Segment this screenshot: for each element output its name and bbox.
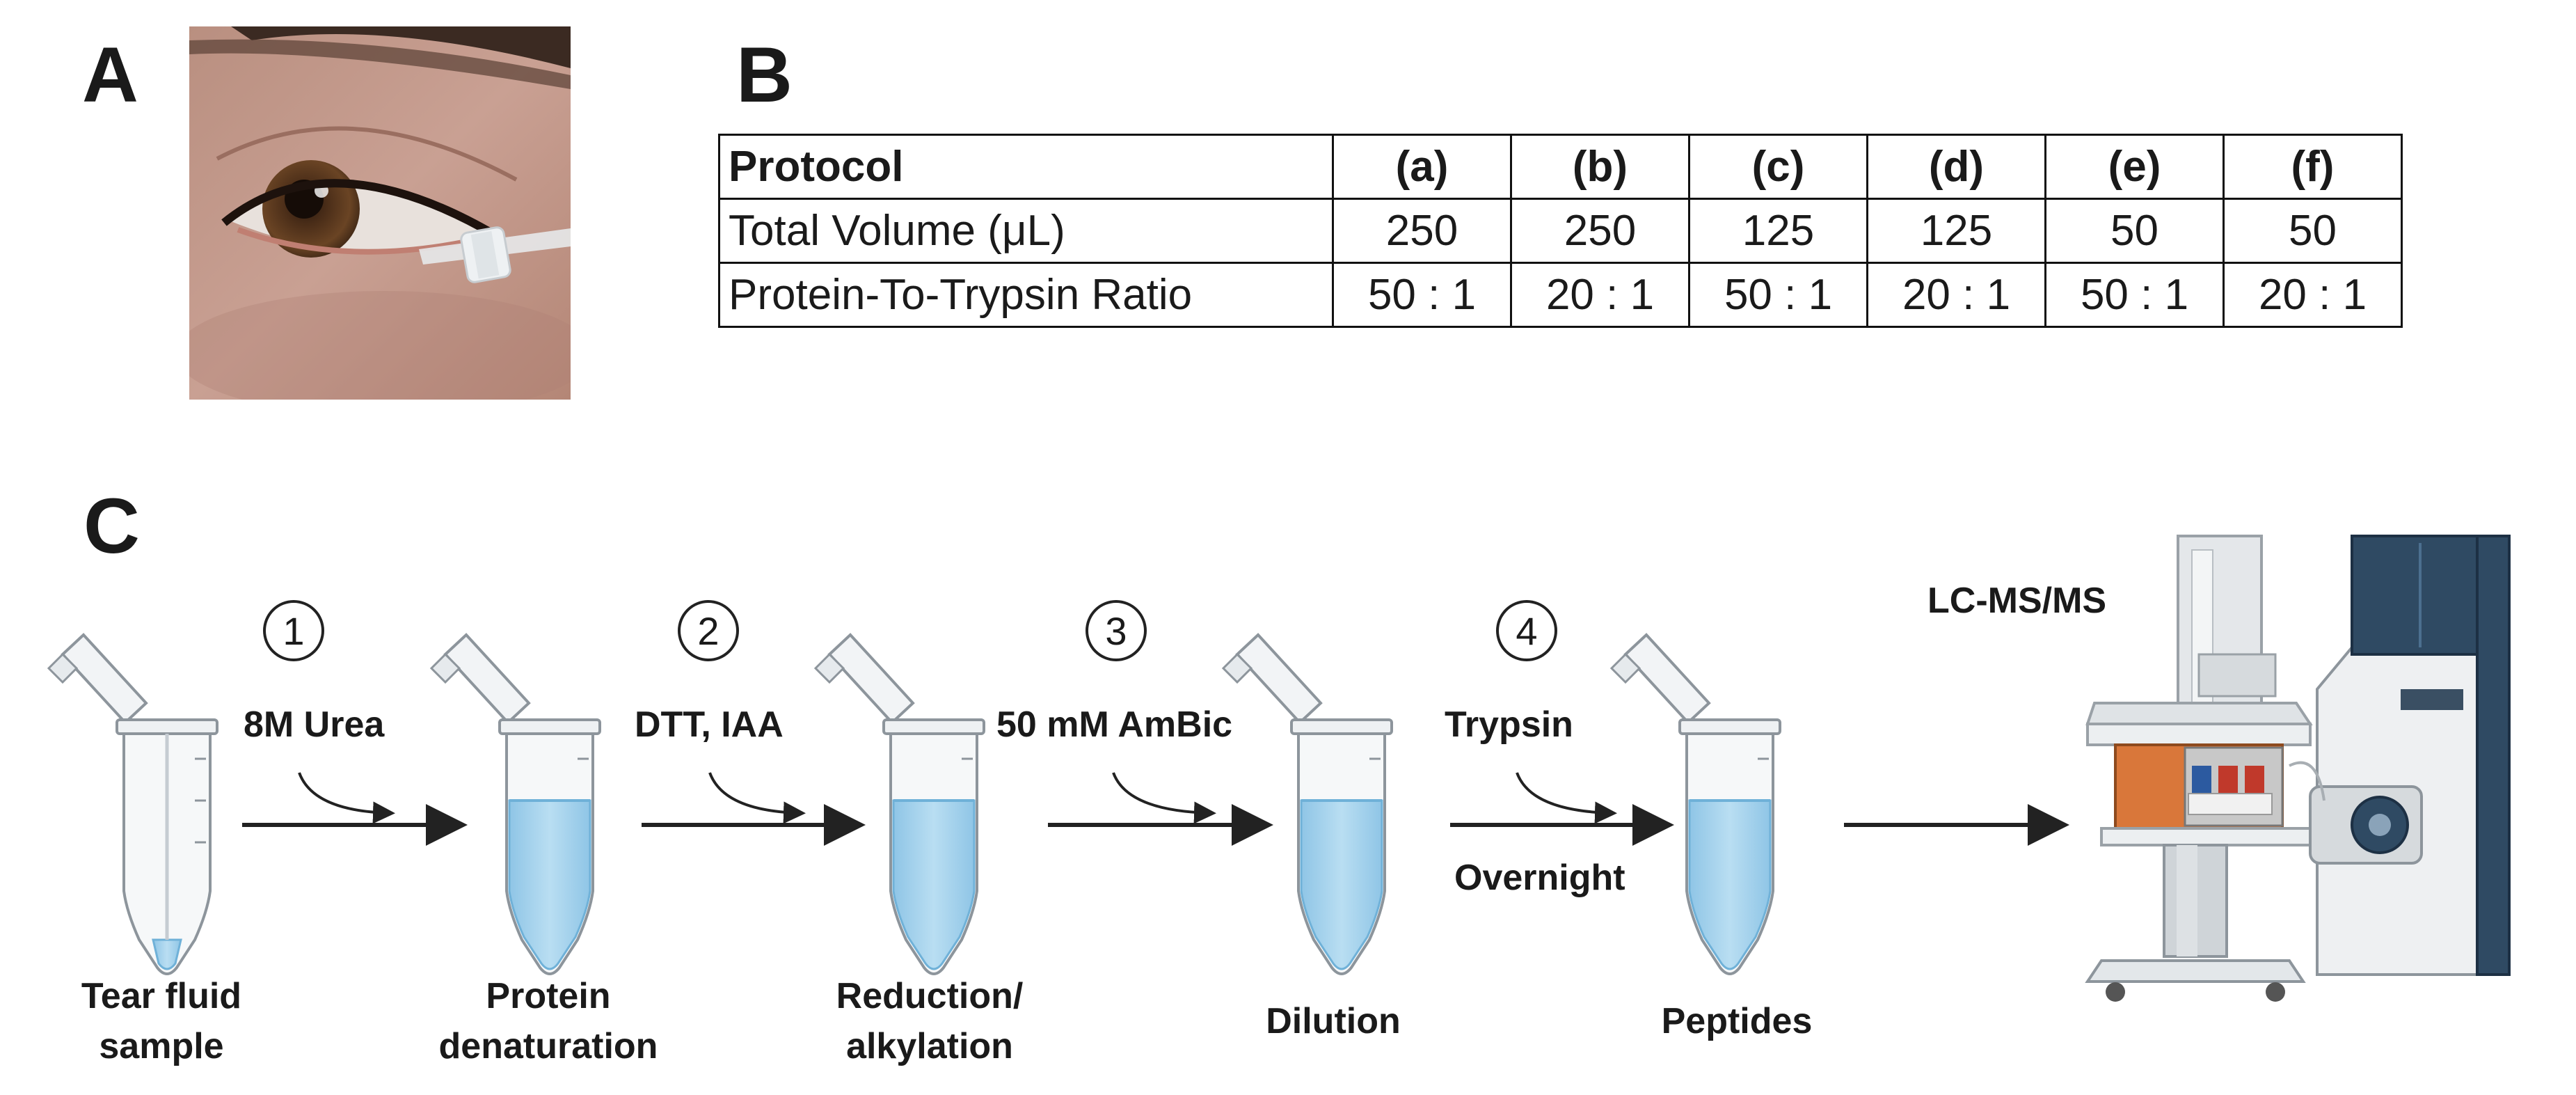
reagent-arrow-1 [298, 772, 395, 824]
lc-ms-label: LC-MS/MS [1927, 581, 2106, 621]
table-header-cell: (b) [1510, 134, 1690, 200]
eye-sampling-photo [189, 26, 571, 400]
reagent-label-3: 50 mM AmBic [996, 704, 1232, 745]
table-cell: 50 : 1 [2044, 262, 2225, 328]
lc-ms-instrument-illustration [2085, 535, 2511, 1002]
panel-letter-a: A [82, 31, 138, 118]
table-row-label: Total Volume (μL) [718, 198, 1334, 264]
step-number-4: 4 [1496, 600, 1557, 661]
reagent-label-1: 8M Urea [244, 704, 385, 745]
step-number-2-text: 2 [697, 609, 719, 653]
table-cell: 50 : 1 [1332, 262, 1512, 328]
reagent-label-2: DTT, IAA [635, 704, 784, 745]
table-cell: 20 : 1 [2223, 262, 2403, 328]
tube-peptides [1610, 633, 1781, 975]
table-cell: 50 : 1 [1688, 262, 1868, 328]
reagent-arrow-2 [708, 772, 806, 824]
table-header-cell: Protocol [718, 134, 1334, 200]
tube-caption-1-line1: Tear fluid [81, 976, 241, 1016]
tube-caption-3-line2: alkylation [846, 1026, 1013, 1066]
table-cell: 250 [1332, 198, 1512, 264]
tube-caption-1-line2: sample [99, 1026, 223, 1066]
tube-caption-4: Dilution [1266, 1001, 1401, 1041]
tube-dilution [1222, 633, 1393, 975]
step-number-2: 2 [678, 600, 739, 661]
table-header-cell: (e) [2044, 134, 2225, 200]
table-header-cell: (f) [2223, 134, 2403, 200]
table-header-cell: (c) [1688, 134, 1868, 200]
tube-denaturation [430, 633, 601, 975]
table-cell: 125 [1866, 198, 2046, 264]
step-number-1: 1 [263, 600, 324, 661]
tube-caption-2-line1: Protein [486, 976, 610, 1016]
table-row: Protein-To-Trypsin Ratio 50 : 1 20 : 1 5… [718, 262, 2403, 328]
tube-reduction-alkylation [814, 633, 985, 975]
table-row-label: Protein-To-Trypsin Ratio [718, 262, 1334, 328]
step-number-3-text: 3 [1105, 609, 1127, 653]
table-cell: 50 [2044, 198, 2225, 264]
table-header-row: Protocol (a) (b) (c) (d) (e) (f) [718, 134, 2403, 200]
table-cell: 20 : 1 [1866, 262, 2046, 328]
reagent-label-4: Trypsin [1445, 704, 1573, 745]
table-header-cell: (a) [1332, 134, 1512, 200]
table-cell: 50 [2223, 198, 2403, 264]
step-number-1-text: 1 [283, 609, 304, 653]
reagent-arrow-3 [1112, 772, 1216, 824]
overnight-label: Overnight [1454, 858, 1625, 898]
tube-caption-3-line1: Reduction/ [836, 976, 1024, 1016]
panel-letter-c: C [84, 482, 140, 569]
tube-caption-2-line2: denaturation [439, 1026, 658, 1066]
step-number-4-text: 4 [1516, 609, 1537, 653]
reagent-arrow-4 [1516, 772, 1617, 824]
table-row: Total Volume (μL) 250 250 125 125 50 50 [718, 198, 2403, 264]
step-number-3: 3 [1086, 600, 1147, 661]
tube-tear-fluid [47, 633, 218, 975]
table-cell: 125 [1688, 198, 1868, 264]
protocol-table: Protocol (a) (b) (c) (d) (e) (f) Total V… [718, 134, 2403, 328]
table-cell: 20 : 1 [1510, 262, 1690, 328]
panel-letter-b: B [736, 31, 793, 118]
tube-caption-5: Peptides [1662, 1001, 1813, 1041]
table-cell: 250 [1510, 198, 1690, 264]
eye-photo-illustration [189, 26, 571, 400]
table-header-cell: (d) [1866, 134, 2046, 200]
